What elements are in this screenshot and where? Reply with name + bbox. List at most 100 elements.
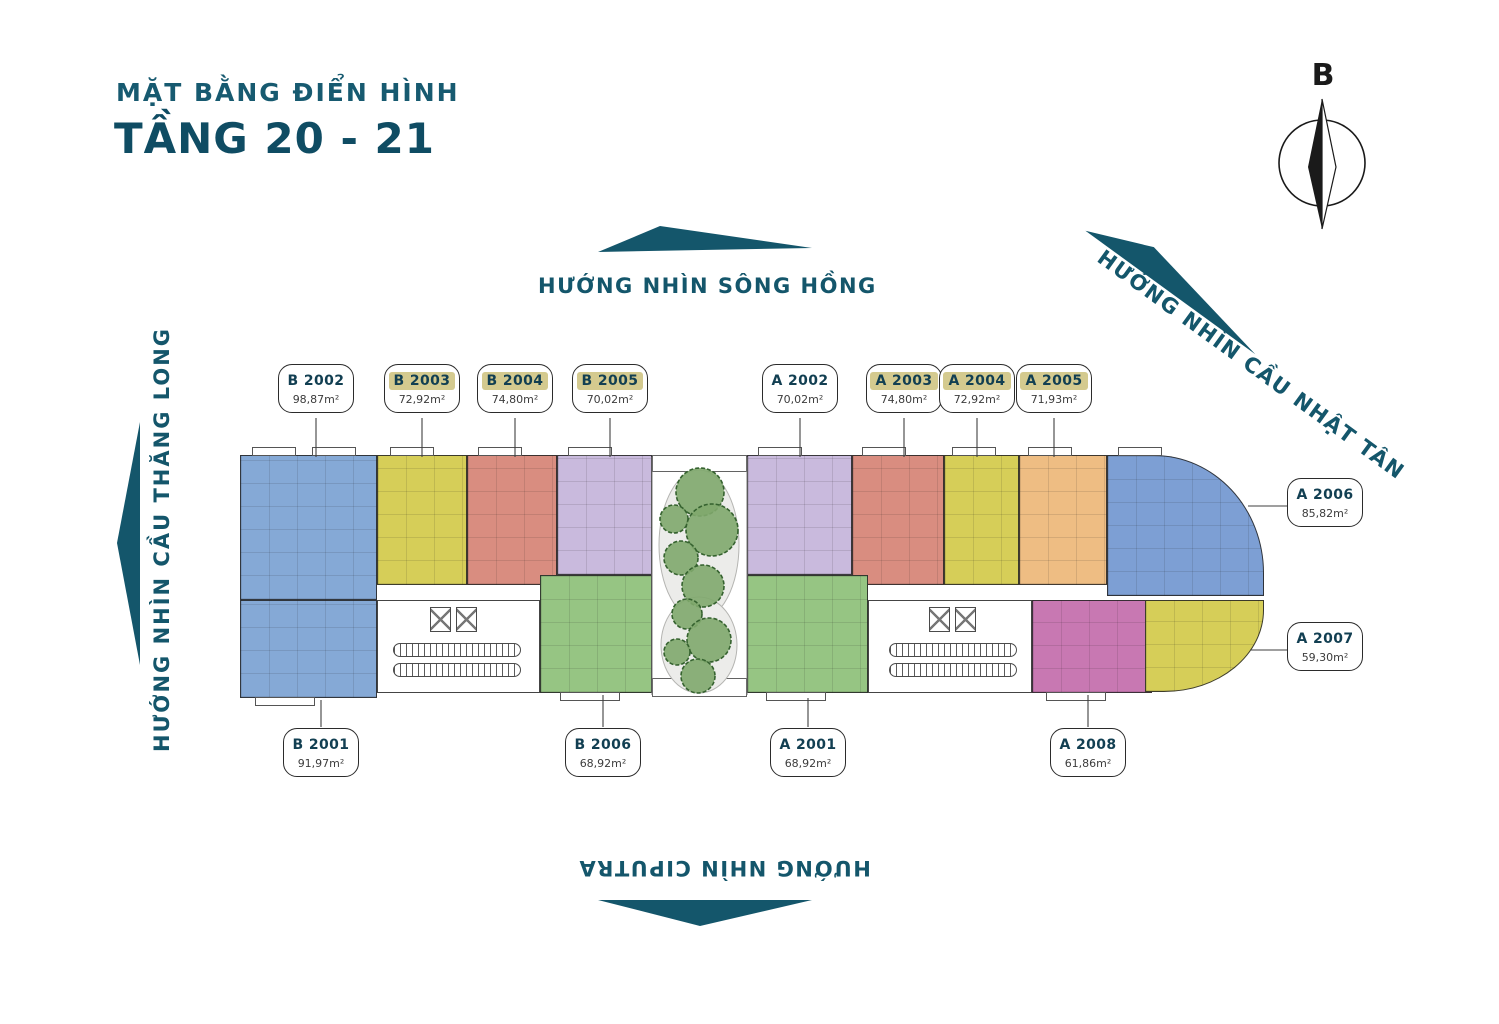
unit-area: 91,97m² <box>297 757 345 770</box>
stair-core-left <box>377 600 540 693</box>
unit-block-b2002 <box>240 455 377 600</box>
unit-label: A 2003 <box>870 372 938 390</box>
unit-block-a2001 <box>747 575 868 693</box>
balcony <box>766 692 826 701</box>
stairs-icon <box>393 663 521 677</box>
elevator-icon <box>929 607 950 632</box>
unit-block-b2001 <box>240 600 377 698</box>
view-arrow-cau-nhat-tan <box>1085 230 1256 355</box>
stairs-icon <box>393 643 521 657</box>
view-arrow-ciputra <box>598 900 812 926</box>
balcony <box>478 447 522 456</box>
balcony <box>1118 447 1162 456</box>
unit-label: B 2003 <box>388 372 456 390</box>
unit-area: 72,92m² <box>398 393 446 406</box>
balcony <box>568 447 612 456</box>
unit-callout-a2007: A 2007 59,30m² <box>1287 622 1363 671</box>
unit-area: 74,80m² <box>491 393 539 406</box>
unit-area: 85,82m² <box>1301 507 1349 520</box>
unit-label: A 2006 <box>1296 487 1354 503</box>
balcony <box>252 447 296 456</box>
unit-callout-a2004: A 2004 72,92m² <box>939 364 1015 413</box>
direction-label-cau-thang-long: HƯỚNG NHÌN CẦU THĂNG LONG <box>150 326 174 752</box>
unit-callout-b2002: B 2002 98,87m² <box>278 364 354 413</box>
tree-icon <box>663 540 699 576</box>
courtyard-trees <box>659 467 739 694</box>
unit-callout-a2005: A 2005 71,93m² <box>1016 364 1092 413</box>
unit-area: 59,30m² <box>1301 651 1349 664</box>
elevator-icon <box>456 607 477 632</box>
tree-icon <box>675 467 725 517</box>
unit-block-b2003 <box>377 455 467 585</box>
unit-area: 61,86m² <box>1064 757 1112 770</box>
balcony <box>560 692 620 701</box>
unit-block-b2006 <box>540 575 652 693</box>
stairs-icon <box>889 643 1017 657</box>
unit-block-b2004 <box>467 455 557 585</box>
compass-north-label: B <box>1311 58 1335 93</box>
tree-icon <box>663 638 691 666</box>
unit-block-a2004 <box>944 455 1019 585</box>
unit-label: A 2008 <box>1059 737 1117 753</box>
unit-area: 70,02m² <box>776 393 824 406</box>
direction-label-ciputra: HƯỚNG NHÌN CIPUTRA <box>578 856 871 880</box>
unit-area: 74,80m² <box>880 393 928 406</box>
unit-area: 98,87m² <box>292 393 340 406</box>
balcony <box>312 447 356 456</box>
unit-callout-b2001: B 2001 91,97m² <box>283 728 359 777</box>
unit-label: A 2005 <box>1020 372 1088 390</box>
unit-block-a2005 <box>1019 455 1107 585</box>
page-title: TẦNG 20 - 21 <box>114 114 435 163</box>
unit-callout-b2003: B 2003 72,92m² <box>384 364 460 413</box>
courtyard-landscape <box>651 457 748 695</box>
unit-label: A 2001 <box>779 737 837 753</box>
unit-area: 68,92m² <box>784 757 832 770</box>
elevator-icon <box>955 607 976 632</box>
tree-icon <box>659 504 689 534</box>
tree-icon <box>671 598 703 630</box>
unit-block-b2005 <box>557 455 652 575</box>
balcony <box>952 447 996 456</box>
view-arrow-cau-thang-long <box>117 422 140 665</box>
unit-label: B 2006 <box>574 737 632 753</box>
balcony <box>862 447 906 456</box>
unit-label: B 2005 <box>576 372 644 390</box>
direction-label-song-hong: HƯỚNG NHÌN SÔNG HỒNG <box>538 274 877 298</box>
unit-area: 71,93m² <box>1030 393 1078 406</box>
unit-area: 72,92m² <box>953 393 1001 406</box>
tree-icon <box>686 617 732 663</box>
page-subtitle: MẶT BẰNG ĐIỂN HÌNH <box>116 78 460 107</box>
unit-callout-a2001: A 2001 68,92m² <box>770 728 846 777</box>
stairs-icon <box>889 663 1017 677</box>
unit-label: A 2004 <box>943 372 1011 390</box>
unit-label: B 2004 <box>481 372 549 390</box>
courtyard-corridor-bottom <box>652 678 747 697</box>
tree-icon <box>685 503 739 557</box>
unit-block-a2006 <box>1107 455 1264 596</box>
balcony <box>255 697 315 706</box>
unit-callout-a2006: A 2006 85,82m² <box>1287 478 1363 527</box>
unit-block-a2002 <box>747 455 852 575</box>
unit-block-a2008 <box>1032 600 1152 693</box>
unit-label: B 2001 <box>292 737 350 753</box>
unit-callout-a2003: A 2003 74,80m² <box>866 364 942 413</box>
compass-icon <box>1278 98 1366 230</box>
unit-callout-a2008: A 2008 61,86m² <box>1050 728 1126 777</box>
unit-callout-b2006: B 2006 68,92m² <box>565 728 641 777</box>
view-arrow-song-hong <box>598 226 812 252</box>
unit-callout-a2002: A 2002 70,02m² <box>762 364 838 413</box>
unit-callout-b2004: B 2004 74,80m² <box>477 364 553 413</box>
balcony <box>390 447 434 456</box>
unit-area: 68,92m² <box>579 757 627 770</box>
stair-core-right <box>868 600 1032 693</box>
unit-block-a2007 <box>1145 600 1264 692</box>
balcony <box>1028 447 1072 456</box>
balcony <box>1046 692 1106 701</box>
balcony <box>758 447 802 456</box>
elevator-icon <box>430 607 451 632</box>
unit-block-a2003 <box>852 455 944 585</box>
unit-label: A 2002 <box>771 373 829 389</box>
unit-callout-b2005: B 2005 70,02m² <box>572 364 648 413</box>
unit-area: 70,02m² <box>586 393 634 406</box>
